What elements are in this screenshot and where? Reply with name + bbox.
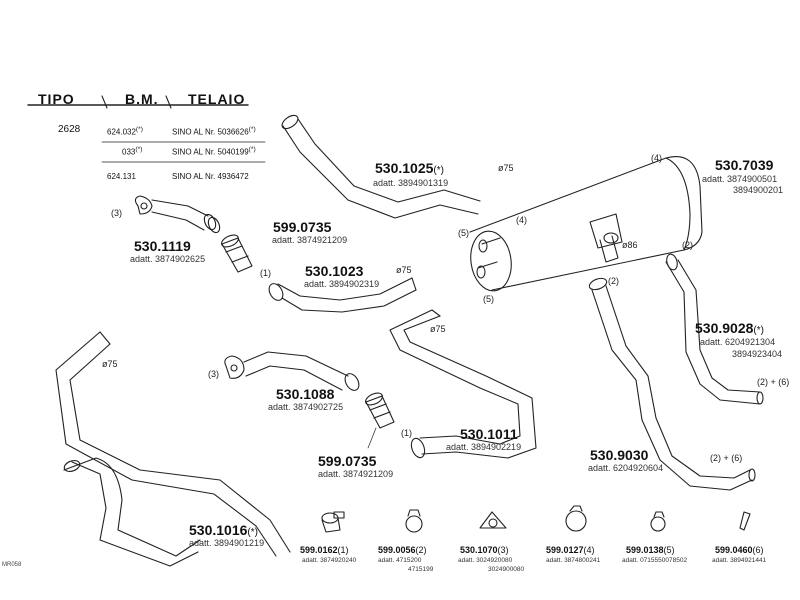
adatt-530-1023: adatt. 3894902319 bbox=[304, 279, 380, 289]
part-number-530-9028[interactable]: 530.9028(*) bbox=[695, 320, 764, 336]
part-number-530-7039[interactable]: 530.7039 bbox=[715, 157, 774, 173]
note-3-upper: (3) bbox=[111, 208, 122, 218]
note-2-6-upper: (2) + (6) bbox=[757, 377, 790, 387]
note-2-right: (2) bbox=[682, 240, 693, 250]
small-part-adatt-599-0460: adatt. 3894921441 bbox=[712, 557, 767, 564]
part-number-530-1011[interactable]: 530.1011 bbox=[460, 426, 518, 442]
diameter-75-mid: ø75 bbox=[396, 265, 412, 275]
table-row-2-telaio: SINO AL Nr. 5040199(*) bbox=[172, 146, 256, 157]
pipe-530-9028[interactable] bbox=[665, 253, 764, 405]
pipe-530-1025[interactable] bbox=[280, 113, 481, 219]
note-3-lower: (3) bbox=[208, 369, 219, 379]
pipe-530-1119[interactable] bbox=[134, 195, 221, 234]
pipe-clamp-icon bbox=[650, 511, 666, 532]
hose-clamp-icon bbox=[405, 509, 423, 533]
pipe-530-9030[interactable] bbox=[588, 276, 756, 491]
note-5-lower: (5) bbox=[483, 294, 494, 304]
adatt-530-9030: adatt. 6204920604 bbox=[588, 463, 664, 473]
note-1-upper: (1) bbox=[260, 268, 271, 278]
hanger-icon bbox=[739, 511, 751, 531]
note-1-lower: (1) bbox=[401, 428, 412, 438]
part-number-530-1088[interactable]: 530.1088 bbox=[276, 386, 335, 402]
table-header-tipo: TIPO bbox=[38, 91, 75, 107]
table-header-telaio: TELAIO bbox=[188, 91, 246, 107]
adatt-530-7039-1: adatt. 3874900501 bbox=[702, 174, 778, 184]
small-part-number-599-0127[interactable]: 599.0127(4) bbox=[546, 545, 595, 555]
band-clamp-icon bbox=[565, 505, 587, 532]
adatt-599-0735-upper: adatt. 3874921209 bbox=[272, 235, 348, 245]
small-part-number-599-0056[interactable]: 599.0056(2) bbox=[378, 545, 427, 555]
pipe-530-1023[interactable] bbox=[266, 277, 417, 313]
diameter-75-top: ø75 bbox=[498, 163, 514, 173]
adatt-530-1011: adatt. 3894902219 bbox=[446, 442, 522, 452]
part-number-530-1016[interactable]: 530.1016(*) bbox=[189, 522, 258, 538]
adatt-530-1088: adatt. 3874902725 bbox=[268, 402, 344, 412]
adatt-599-0735-lower: adatt. 3874921209 bbox=[318, 469, 394, 479]
pipe-530-1011[interactable] bbox=[389, 309, 537, 459]
sleeve-599-0735-lower[interactable] bbox=[364, 391, 395, 449]
clamp-bracket-icon bbox=[321, 511, 345, 533]
part-number-599-0735-lower[interactable]: 599.0735 bbox=[318, 453, 377, 469]
small-part-adatt-599-0138: adatt. 0715550078502 bbox=[622, 557, 688, 564]
small-part-adatt-599-0056: adatt. 4715200 bbox=[378, 557, 422, 564]
small-part-number-599-0162[interactable]: 599.0162(1) bbox=[300, 545, 349, 555]
part-number-530-9030[interactable]: 530.9030 bbox=[590, 447, 649, 463]
small-part-adatt2-530-1070: 3024900080 bbox=[488, 566, 525, 573]
table-row-2-bm: 033(*) bbox=[122, 146, 143, 157]
table-row-1-telaio: SINO AL Nr. 5036626(*) bbox=[172, 126, 256, 137]
part-number-530-1119[interactable]: 530.1119 bbox=[134, 238, 191, 254]
small-part-number-599-0138[interactable]: 599.0138(5) bbox=[626, 545, 675, 555]
part-number-599-0735-upper[interactable]: 599.0735 bbox=[273, 219, 332, 235]
adatt-530-9028-2: 3894923404 bbox=[732, 349, 783, 359]
small-part-adatt-530-1070: adatt. 3024920080 bbox=[458, 557, 513, 564]
part-number-530-1023[interactable]: 530.1023 bbox=[305, 263, 364, 279]
note-4-upper: (4) bbox=[651, 153, 662, 163]
pipe-530-1016[interactable] bbox=[55, 331, 291, 567]
adatt-530-9028-1: adatt. 6204921304 bbox=[700, 337, 776, 347]
gasket-icon bbox=[479, 511, 507, 529]
table-header-bm: B.M. bbox=[125, 91, 159, 107]
adatt-530-7039-2: 3894900201 bbox=[733, 185, 784, 195]
small-part-number-599-0460[interactable]: 599.0460(6) bbox=[715, 545, 764, 555]
table-row-3-bm: 624.131 bbox=[107, 172, 136, 181]
small-part-adatt-599-0162: adatt. 3874920240 bbox=[302, 557, 357, 564]
table-tipo-value: 2628 bbox=[58, 124, 81, 135]
small-part-number-530-1070[interactable]: 530.1070(3) bbox=[460, 545, 509, 555]
muffler-530-7039[interactable] bbox=[467, 156, 703, 294]
part-number-530-1025[interactable]: 530.1025(*) bbox=[375, 160, 444, 176]
adatt-530-1025: adatt. 3894901319 bbox=[373, 178, 449, 188]
diameter-75-right: ø75 bbox=[430, 324, 446, 334]
note-2-mid: (2) bbox=[608, 276, 619, 286]
diameter-86: ø86 bbox=[622, 240, 638, 250]
small-part-adatt-599-0127: adatt. 3874800241 bbox=[546, 557, 601, 564]
sleeve-599-0735-upper[interactable] bbox=[220, 233, 253, 273]
small-part-adatt2-599-0056: 4715199 bbox=[408, 566, 434, 573]
note-4-lower: (4) bbox=[516, 215, 527, 225]
adatt-530-1119: adatt. 3874902625 bbox=[130, 254, 206, 264]
note-2-6-lower: (2) + (6) bbox=[710, 453, 743, 463]
diameter-75-left: ø75 bbox=[102, 359, 118, 369]
table-row-1-bm: 624.032(*) bbox=[107, 126, 143, 137]
drawing-code: MR058 bbox=[2, 562, 22, 568]
note-5-upper: (5) bbox=[458, 228, 469, 238]
pipe-530-1088[interactable] bbox=[224, 351, 362, 393]
table-row-3-telaio: SINO AL Nr. 4936472 bbox=[172, 172, 249, 181]
adatt-530-1016: adatt. 3894901219 bbox=[189, 538, 265, 548]
table-lines bbox=[27, 95, 266, 163]
